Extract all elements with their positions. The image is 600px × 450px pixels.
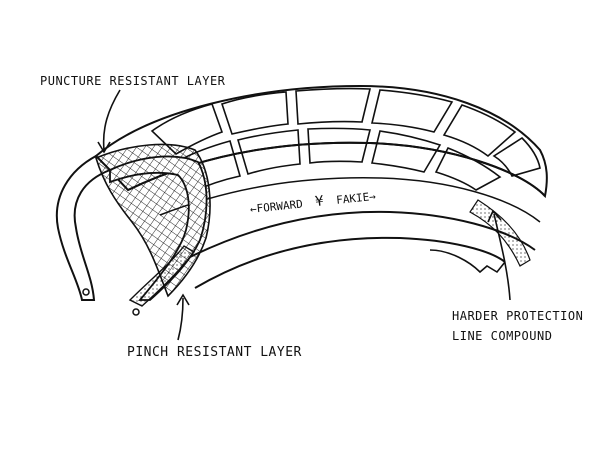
harder-label-line-2: Line Compound <box>452 329 553 343</box>
bead-right <box>132 308 140 316</box>
harder-arrow <box>493 213 511 301</box>
puncture-mesh <box>95 143 211 298</box>
pinch-arrow <box>177 297 184 341</box>
tread-blocks <box>150 87 541 194</box>
harder-protection-line-label: Harder Protection Line Compound <box>452 306 583 346</box>
puncture-arrowhead <box>97 141 111 154</box>
harder-arrowhead <box>487 209 502 223</box>
puncture-arrow <box>102 89 121 151</box>
fakie-text: FAKIE→ <box>335 189 377 207</box>
pinch-layer <box>128 245 196 307</box>
brand-logo-icon: ¥ <box>314 193 325 211</box>
harder-label-line-1: Harder Protection <box>452 309 584 323</box>
bead-hook <box>429 249 506 274</box>
pinch-arrowhead <box>176 293 190 306</box>
pinch-resistant-layer-label: Pinch Resistant Layer <box>127 345 302 360</box>
puncture-resistant-layer-label: Puncture Resistant Layer <box>40 74 226 88</box>
sidewall-middle-line <box>159 177 541 223</box>
cross-section-outer <box>55 154 112 301</box>
harder-protection-line <box>469 199 531 267</box>
bead-edge <box>194 236 506 289</box>
bead-left <box>82 288 90 296</box>
